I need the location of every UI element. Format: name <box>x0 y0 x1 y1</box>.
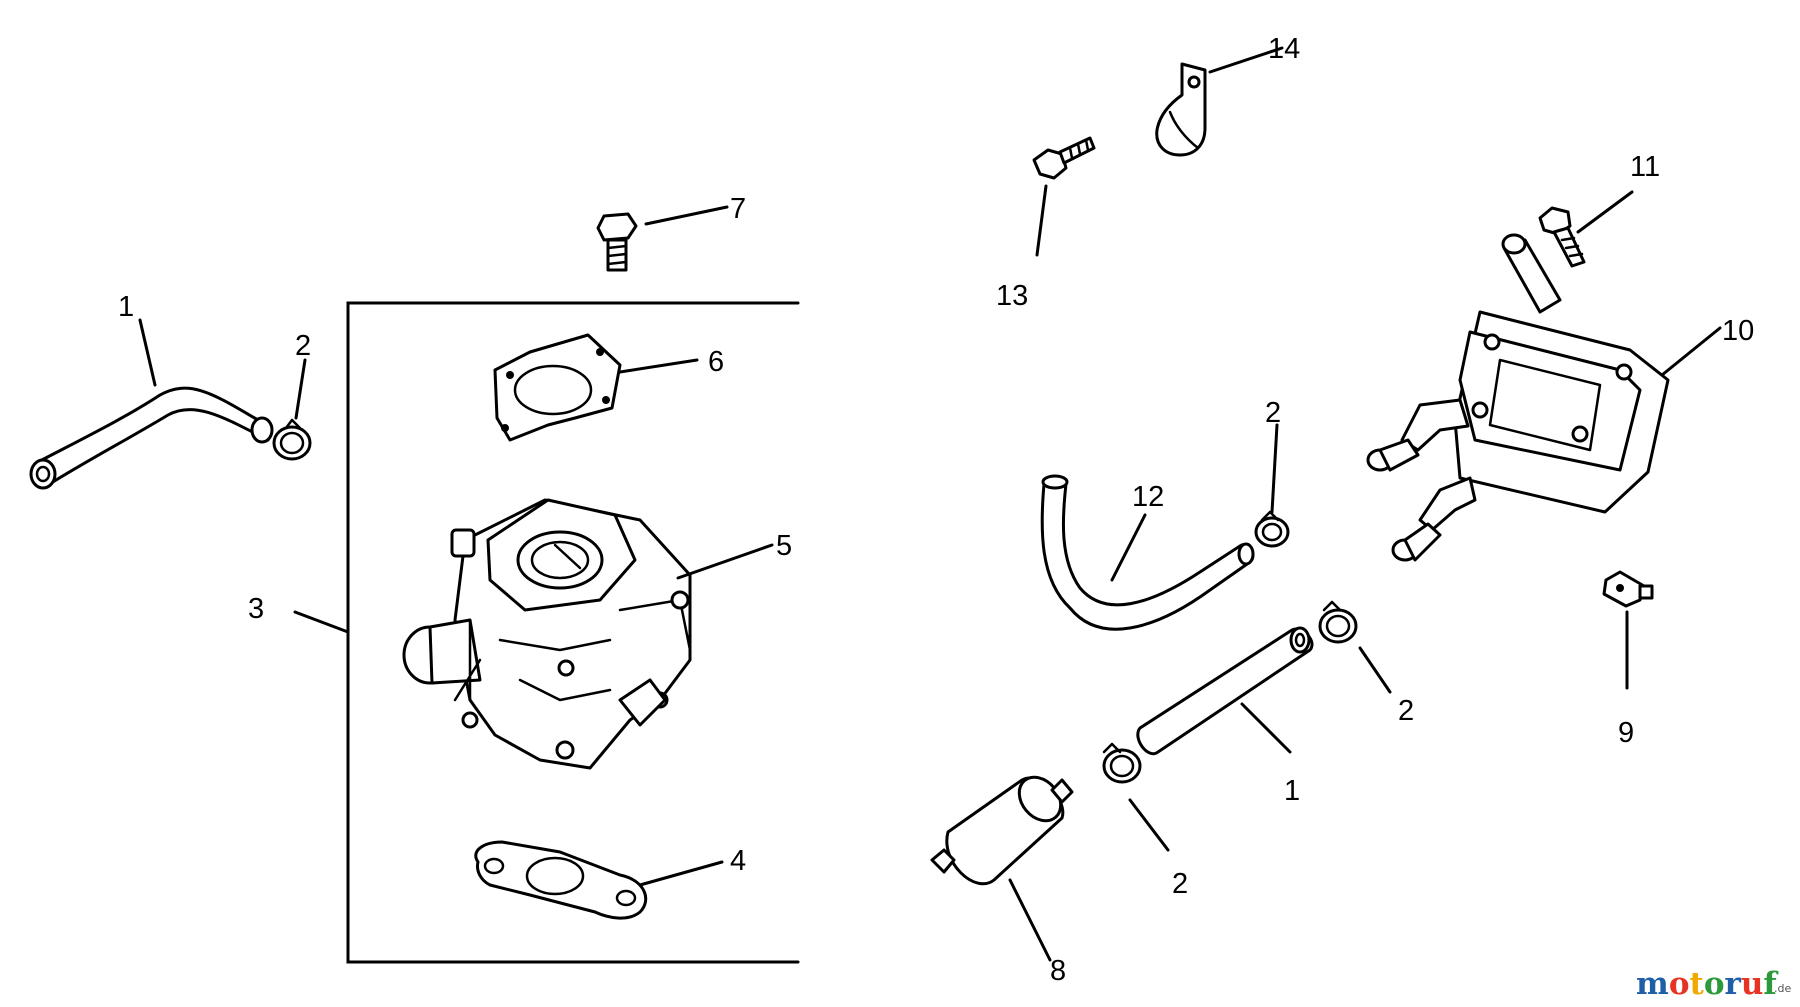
gasket-part-6 <box>493 333 622 442</box>
callout-labels: 1 2 3 4 5 6 7 2 12 2 1 2 8 9 10 11 13 14 <box>118 33 1754 987</box>
callout-2-right: 2 <box>1398 695 1414 727</box>
callout-2-middle: 2 <box>1265 397 1281 429</box>
watermark-logo: motoruf .de <box>1636 966 1791 1002</box>
callout-6: 6 <box>708 346 724 378</box>
fitting-part-9 <box>1602 570 1654 608</box>
callout-3: 3 <box>248 593 264 625</box>
svg-text:motoruf: motoruf <box>1636 966 1778 1002</box>
callout-5: 5 <box>776 530 792 562</box>
watermark-letter: r <box>1725 966 1742 1002</box>
watermark-letter: t <box>1690 966 1705 1002</box>
callout-4: 4 <box>730 845 746 877</box>
callout-14: 14 <box>1268 33 1300 65</box>
carburetor-part-5 <box>402 498 692 770</box>
watermark-letter: o <box>1669 966 1690 1002</box>
p-clip-part-14 <box>1155 62 1207 157</box>
callout-1-left: 1 <box>118 291 134 323</box>
hose-clamp-part-2-bottom <box>1102 742 1142 784</box>
callout-2-bottom: 2 <box>1172 868 1188 900</box>
callout-13: 13 <box>996 280 1028 312</box>
watermark-letter: u <box>1741 966 1764 1002</box>
fuel-filter-part-8 <box>930 775 1074 886</box>
fuel-hose-part-12 <box>1040 474 1255 631</box>
hose-clamp-part-2-left <box>272 418 312 461</box>
fuel-hose-part-1-left <box>29 386 274 490</box>
fuel-pump-part-10 <box>1366 233 1670 562</box>
watermark-letter: o <box>1704 966 1725 1002</box>
callout-9: 9 <box>1618 717 1634 749</box>
screw-part-13 <box>1032 136 1096 180</box>
hose-clamp-part-2-right <box>1318 600 1358 644</box>
callout-8: 8 <box>1050 955 1066 987</box>
callout-2-left: 2 <box>295 330 311 362</box>
watermark-letter: f <box>1763 966 1778 1002</box>
hose-clamp-part-2-middle <box>1254 510 1290 548</box>
watermark-suffix: .de <box>1774 982 1791 995</box>
screw-part-11 <box>1538 206 1586 268</box>
callout-1-right: 1 <box>1284 775 1300 807</box>
watermark-letter: m <box>1636 966 1669 1002</box>
leader-lines <box>138 46 1722 962</box>
gasket-part-4 <box>474 840 648 920</box>
callout-12: 12 <box>1132 481 1164 513</box>
callout-10: 10 <box>1722 315 1754 347</box>
callout-11: 11 <box>1630 151 1660 183</box>
fuel-hose-part-1-right <box>1136 626 1314 756</box>
callout-7: 7 <box>730 193 746 225</box>
bolt-part-7 <box>596 212 638 272</box>
